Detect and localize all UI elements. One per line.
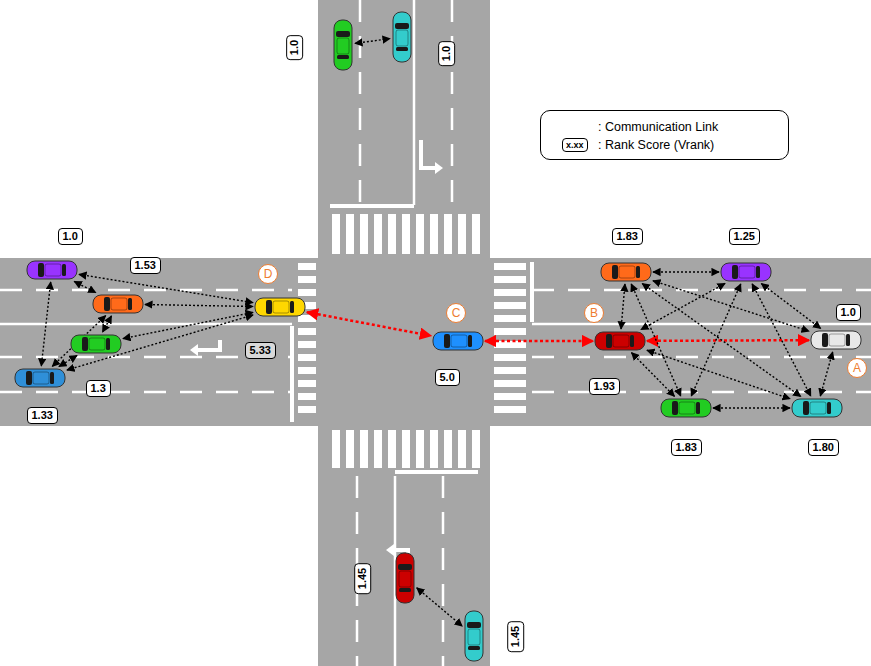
communication-link <box>647 350 790 399</box>
car-icon <box>791 397 843 419</box>
rank-score: 5.0 <box>435 369 460 386</box>
legend-entry: : Communication Link <box>598 120 718 134</box>
communication-link <box>307 312 431 336</box>
communication-link <box>820 352 832 396</box>
communication-link <box>74 281 96 292</box>
vehicle: 1.25 <box>720 261 772 283</box>
communication-link <box>761 284 820 329</box>
vehicle: 5.33 <box>254 296 306 318</box>
communication-link <box>691 284 740 396</box>
car-icon <box>391 11 413 63</box>
car-icon <box>594 330 646 352</box>
rank-score: 1.45 <box>507 620 524 651</box>
vehicle: 5.0 <box>432 330 484 352</box>
callout-letter: C <box>446 303 466 323</box>
rank-score: 1.33 <box>27 407 58 424</box>
vehicle: 1.83 <box>600 261 652 283</box>
vehicle: 1.80 <box>791 397 843 419</box>
car-icon <box>720 261 772 283</box>
communication-link <box>67 315 253 370</box>
car-icon <box>810 329 862 351</box>
rank-score: 1.3 <box>86 380 111 397</box>
communication-link <box>417 588 462 626</box>
rank-score: 1.83 <box>671 439 702 456</box>
vehicle: 1.0 <box>391 11 413 63</box>
communication-link <box>123 312 253 338</box>
car-icon <box>26 259 78 281</box>
rank-score: 1.0 <box>836 304 861 321</box>
rank-score: 1.0 <box>58 228 83 245</box>
rank-score: 5.33 <box>245 342 276 359</box>
vehicle: 1.45 <box>394 552 416 604</box>
car-icon <box>394 552 416 604</box>
communication-link <box>647 339 809 342</box>
vehicle: 1.93 <box>594 330 646 352</box>
rank-score: 1.45 <box>354 562 371 593</box>
communication-link <box>642 284 800 397</box>
rank-score: 1.0 <box>438 40 455 65</box>
communication-link <box>641 283 725 329</box>
communication-link <box>103 316 112 332</box>
communication-link <box>752 284 811 396</box>
legend-sample: x.xx <box>562 138 588 152</box>
communication-link <box>145 305 253 307</box>
car-icon <box>14 367 66 389</box>
communication-link <box>621 284 625 329</box>
communication-link <box>355 39 390 44</box>
communication-link <box>59 356 77 367</box>
legend-entry: : Rank Score (Vrank) <box>598 138 714 152</box>
rank-score: 1.53 <box>130 257 161 274</box>
vehicle: 1.53 <box>92 293 144 315</box>
car-icon <box>70 333 122 355</box>
communication-link <box>485 340 593 343</box>
car-icon <box>432 330 484 352</box>
car-icon <box>600 261 652 283</box>
car-icon <box>254 296 306 318</box>
communication-link <box>632 353 675 397</box>
legend-box <box>540 110 789 160</box>
callout-letter: B <box>584 303 604 323</box>
vehicle: 1.45 <box>463 610 485 662</box>
vehicle: 1.33 <box>14 367 66 389</box>
vehicle: 1.0 <box>810 329 862 351</box>
vehicle: 1.0 <box>26 259 78 281</box>
vehicle: 1.0 <box>332 19 354 71</box>
communication-link <box>713 407 790 408</box>
car-icon <box>92 293 144 315</box>
callout-letter: D <box>258 264 278 284</box>
callout-letter: A <box>847 358 867 378</box>
rank-score: 1.80 <box>808 439 839 456</box>
communication-link <box>653 271 719 272</box>
car-icon <box>463 610 485 662</box>
rank-score: 1.83 <box>612 228 643 245</box>
vehicle: 1.3 <box>70 333 122 355</box>
car-icon <box>660 397 712 419</box>
rank-score: 1.93 <box>589 378 620 395</box>
communication-link <box>41 282 50 366</box>
rank-score: 1.0 <box>286 34 303 59</box>
car-icon <box>332 19 354 71</box>
vehicle: 1.83 <box>660 397 712 419</box>
rank-score: 1.25 <box>729 228 760 245</box>
